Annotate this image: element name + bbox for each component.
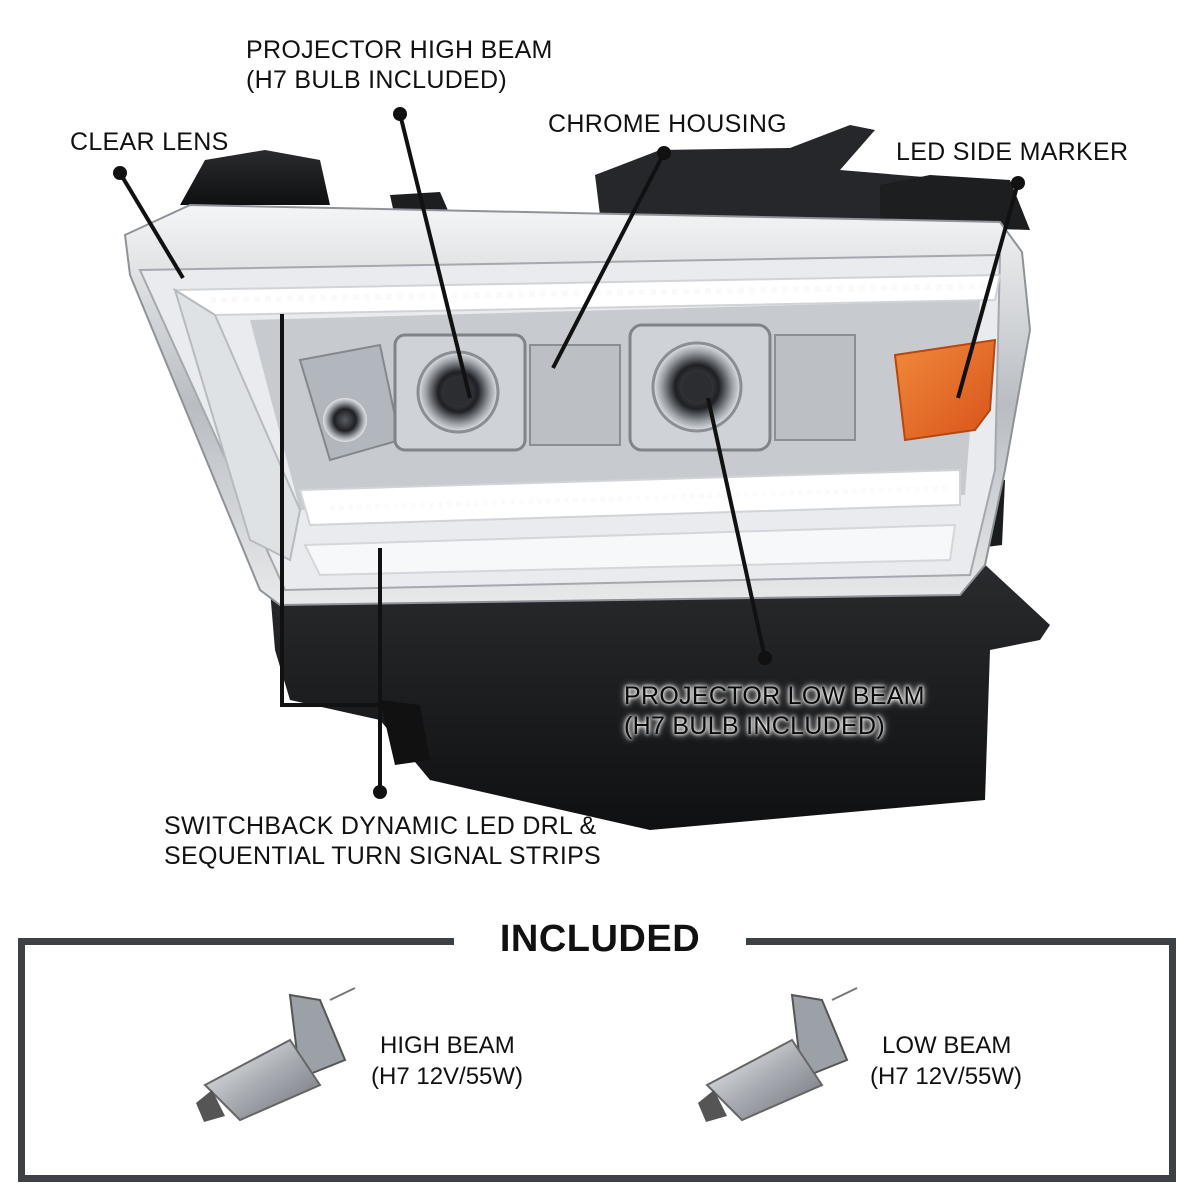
amber-side-marker — [893, 338, 997, 442]
low-beam-bulb-image — [698, 987, 858, 1122]
low-beam-projector — [628, 323, 856, 452]
high-beam-bulb-spec: (H7 12V/55W) — [371, 1063, 524, 1090]
callout-dots — [113, 107, 1025, 799]
low-beam-label-line2: (H7 BULB INCLUDED) — [624, 712, 886, 740]
led-side-marker-label: LED SIDE MARKER — [896, 138, 1129, 166]
drl-label-line1: SWITCHBACK DYNAMIC LED DRL & — [164, 812, 597, 840]
callout-lines — [118, 113, 1020, 792]
included-box — [18, 938, 1176, 1182]
high-beam-bulb-name: HIGH BEAM — [380, 1032, 515, 1059]
high-beam-bulb-image — [196, 987, 356, 1122]
included-box-top-right — [746, 938, 1176, 945]
chrome-housing-label: CHROME HOUSING — [548, 110, 787, 138]
low-beam-label-line1: PROJECTOR LOW BEAM — [624, 682, 925, 710]
drl-label-line2: SEQUENTIAL TURN SIGNAL STRIPS — [164, 842, 602, 870]
clear-lens-label: CLEAR LENS — [70, 128, 229, 156]
high-beam-label-line1: PROJECTOR HIGH BEAM — [246, 36, 553, 64]
high-beam-label-line2: (H7 BULB INCLUDED) — [246, 66, 508, 94]
included-title: INCLUDED — [499, 918, 701, 960]
side-trim — [173, 287, 302, 562]
low-beam-bulb-spec: (H7 12V/55W) — [870, 1063, 1023, 1090]
included-box-top-left — [18, 938, 454, 945]
low-beam-bulb-name: LOW BEAM — [882, 1032, 1012, 1059]
high-beam-projector — [393, 333, 621, 452]
lower-drl-strip — [298, 468, 961, 577]
